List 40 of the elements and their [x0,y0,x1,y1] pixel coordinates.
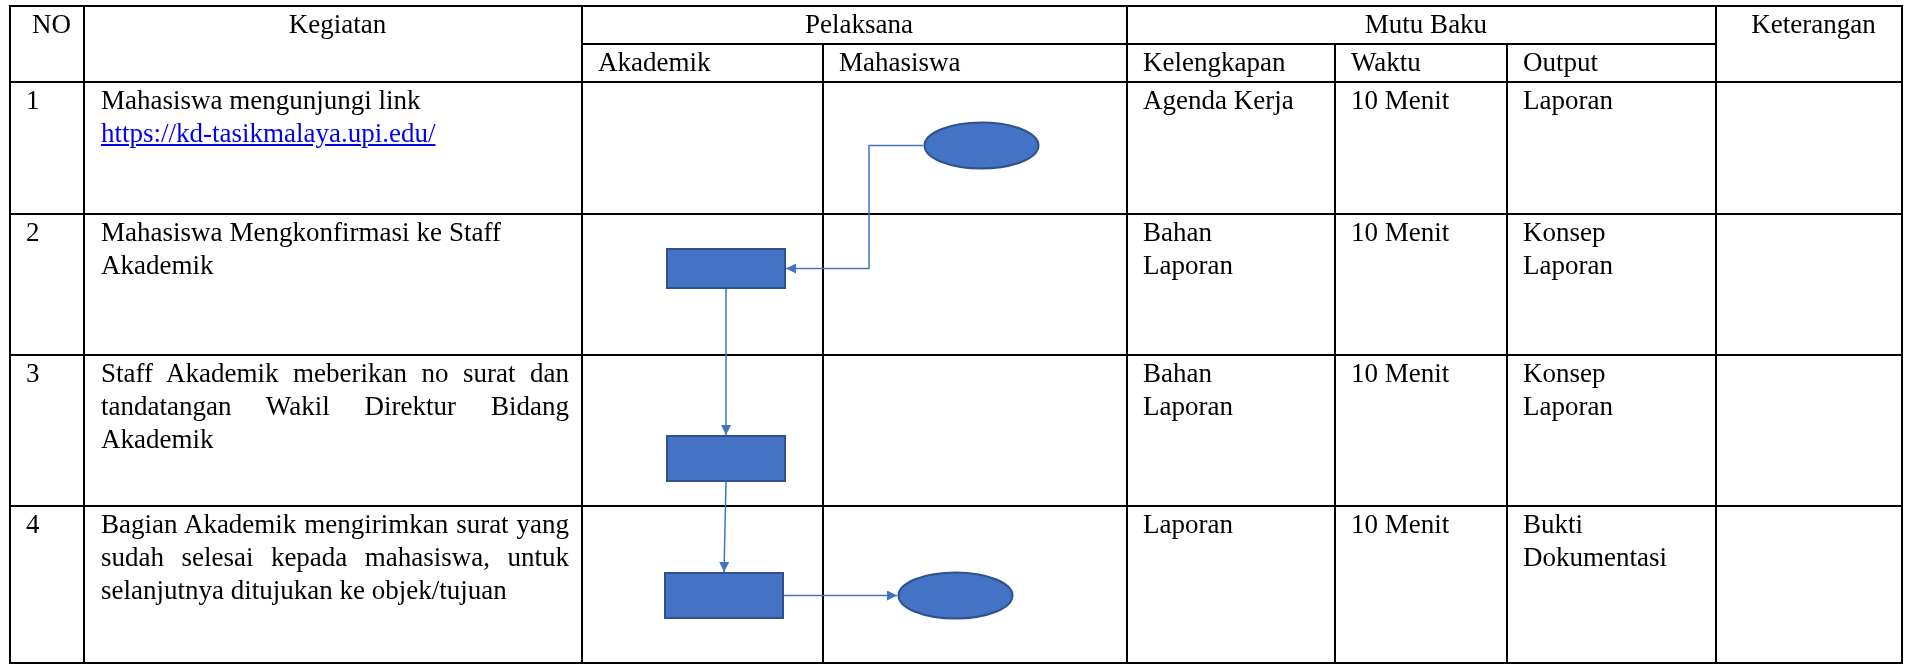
activity-text: Mahasiswa mengunjungi link [101,85,421,115]
process-box [666,435,786,482]
column-header: Kegiatan [288,9,387,39]
column-header: Pelaksana [805,9,913,39]
arrow [719,481,730,573]
arrow [783,590,898,601]
column-header: Mahasiswa [839,47,961,77]
column-header: Output [1523,47,1598,77]
table-text: Bahan Laporan [1143,216,1234,282]
row-number: 2 [26,217,40,247]
activity-text: Bagian Akademik mengirimkan surat yang sudah selesai kepada mahasiswa, untuk selanjutnya ditujukan ke objek/tujuan [101,509,569,605]
table-text: 10 Menit [1351,509,1450,539]
process-box [664,572,784,619]
terminator-ellipse [897,571,1014,620]
column-header: Waktu [1351,47,1421,77]
table-text: 10 Menit [1351,217,1450,247]
table-text: Konsep Laporan [1523,357,1614,423]
process-box [666,248,786,289]
row-number: 4 [26,509,40,539]
arrow [785,144,924,274]
arrow [721,288,731,436]
table-text: Laporan [1523,85,1613,115]
table-text: Konsep Laporan [1523,216,1614,282]
table-text: Bahan Laporan [1143,357,1234,423]
column-header: Kelengkapan [1143,47,1286,77]
activity-text: Mahasiswa Mengkonfirmasi ke Staff Akademik [101,216,501,282]
table-text: 10 Menit [1351,85,1450,115]
column-header: Keterangan [1751,9,1876,39]
table-text: Agenda Kerja [1143,85,1294,115]
link: https://kd-tasikmalaya.upi.edu/ [101,118,436,148]
column-header: Mutu Baku [1364,9,1488,39]
table-text: Bukti Dokumentasi [1523,508,1668,574]
row-number: 3 [26,358,40,388]
table-text: 10 Menit [1351,358,1450,388]
table-text: Laporan [1143,509,1233,539]
row-number: 1 [26,85,40,115]
terminator-ellipse [923,121,1040,170]
column-header: Akademik [598,47,711,77]
activity-text: Staff Akademik meberikan no surat dan tandatangan Wakil Direktur Bidang Akademik [101,358,569,454]
column-header: NO [32,9,71,39]
